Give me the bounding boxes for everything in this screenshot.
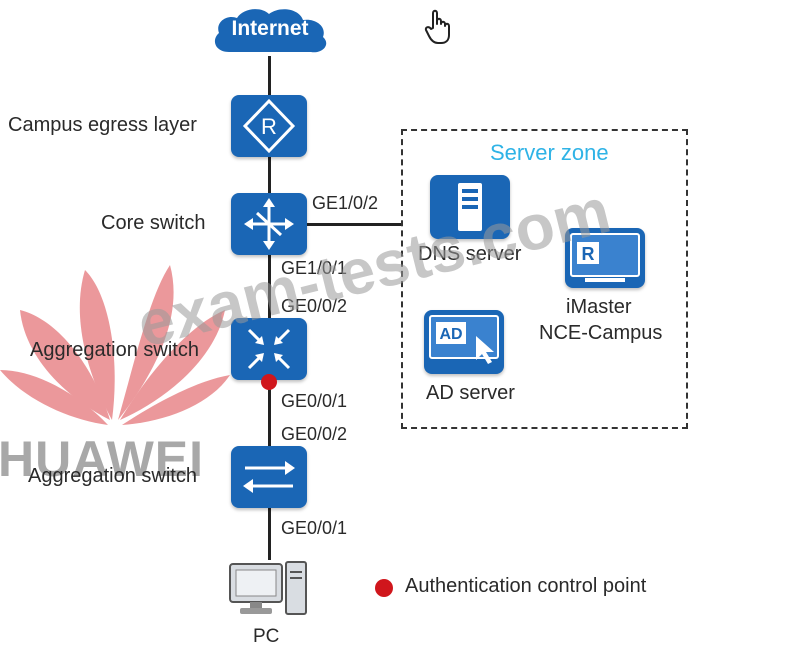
ad-server-icon: AD [424,310,504,374]
agg2-port-ge0-0-2: GE0/0/2 [281,424,348,444]
agg1-port-ge0-0-2: GE0/0/2 [281,296,348,316]
server-zone-title: Server zone [490,140,609,165]
server-zone-boundary [401,129,688,429]
imaster-icon-glyph: R [582,244,595,264]
link-core-server-zone [306,223,402,226]
link-core-agg1 [268,254,271,318]
legend-auth-dot [375,579,393,597]
internet-cloud-icon [214,9,327,53]
link-internet-egress [268,56,271,96]
agg1-port-ge0-0-1: GE0/0/1 [281,391,348,411]
link-agg2-pc [268,508,271,560]
imaster-nce-campus-icon: R [565,228,645,288]
pc-icon [229,561,307,615]
internet-label: Internet [231,17,309,40]
aggregation-switch-2-label: Aggregation switch [28,465,197,487]
aggregation-switch-1-icon [231,318,307,380]
dns-server-label: DNS server [418,243,522,265]
ad-icon-glyph: AD [439,326,462,343]
huawei-logo-watermark [0,265,230,425]
link-agg1-agg2 [268,380,271,446]
dns-server-icon [430,175,510,239]
imaster-label-line2: NCE-Campus [539,322,663,344]
aggregation-switch-2-icon [231,446,307,508]
svg-text:R: R [261,114,277,139]
link-egress-core [268,157,271,193]
aggregation-switch-1-label: Aggregation switch [30,339,199,361]
pc-label: PC [253,626,280,647]
core-switch-icon [231,193,307,255]
core-switch-label: Core switch [101,212,206,234]
core-port-ge1-0-1: GE1/0/1 [281,258,348,278]
huawei-wordmark-watermark: HUAWEI [0,431,204,487]
egress-router-icon: R [231,95,307,157]
egress-layer-label: Campus egress layer [8,114,197,136]
core-port-ge1-0-2: GE1/0/2 [312,193,379,213]
imaster-label-line1: iMaster [566,296,632,318]
auth-control-point-marker [261,374,277,390]
ad-server-label: AD server [426,382,515,404]
legend-auth-label: Authentication control point [405,575,647,597]
agg2-port-ge0-0-1: GE0/0/1 [281,518,348,538]
hand-cursor-icon [424,9,450,44]
